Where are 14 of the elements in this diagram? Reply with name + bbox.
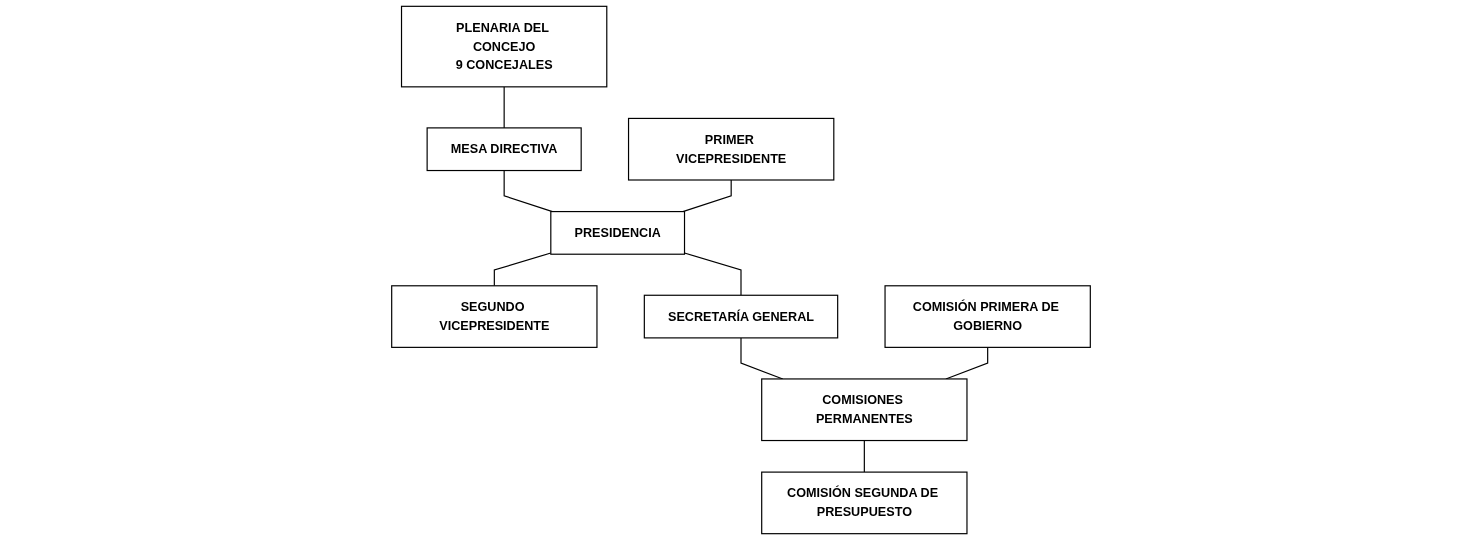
node-box: MESA DIRECTIVA [426, 127, 582, 172]
node-box: PRESIDENCIA [550, 211, 686, 255]
node-box: PLENARIA DEL CONCEJO 9 CONCEJALES [400, 5, 608, 88]
node-box: SECRETARÍA GENERAL [643, 294, 839, 339]
connector [863, 439, 865, 473]
node-box: COMISIÓN SEGUNDA DE PRESUPUESTO [761, 471, 968, 535]
node-box: PRIMER VICEPRESIDENTE [627, 117, 835, 181]
connector [493, 252, 552, 287]
connector [683, 252, 742, 296]
node-box: COMISIONES PERMANENTES [761, 378, 968, 442]
connector [682, 179, 732, 213]
node-box: COMISIÓN PRIMERA DE GOBIERNO [884, 285, 1091, 348]
node-box: SEGUNDO VICEPRESIDENTE [391, 285, 598, 348]
connector [503, 86, 505, 129]
